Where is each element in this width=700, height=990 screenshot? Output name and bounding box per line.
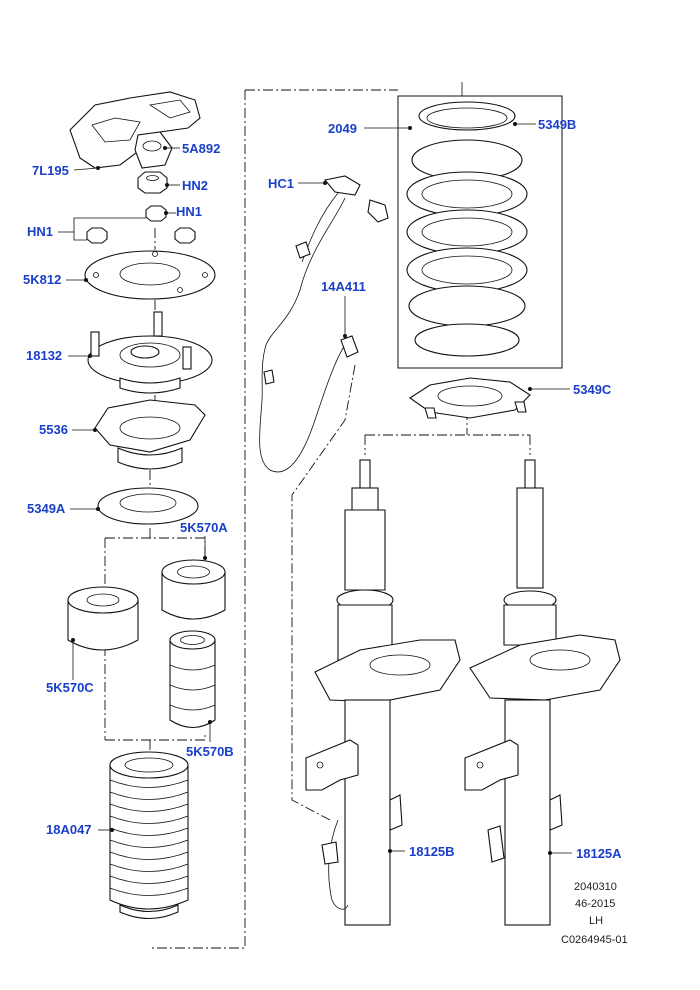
label-18125B: 18125B <box>409 844 455 859</box>
part-labels: 7L195 5A892 HN2 HN1 HN1 5K812 18132 5536… <box>23 117 622 861</box>
part-HC1-harness <box>259 175 389 473</box>
label-HN2: HN2 <box>182 178 208 193</box>
part-5349A-insulator <box>97 487 199 525</box>
part-5K570A-bumpstop <box>161 559 226 620</box>
label-5K570A: 5K570A <box>180 520 228 535</box>
part-2049-spring <box>397 95 563 369</box>
part-18125B-strut <box>305 459 461 926</box>
label-5K570B: 5K570B <box>186 744 234 759</box>
label-HC1: HC1 <box>268 176 294 191</box>
part-HN2-nut <box>137 171 168 194</box>
part-18A047-boot <box>109 751 189 920</box>
part-18125A-strut <box>464 459 621 926</box>
meta-code: 2040310 <box>574 881 617 893</box>
meta-ref: C0264945-01 <box>561 934 628 946</box>
label-18A047: 18A047 <box>46 822 92 837</box>
part-5K812-plate <box>84 250 216 300</box>
part-5A892-cap <box>134 131 173 169</box>
label-5349C: 5349C <box>573 382 612 397</box>
label-18132: 18132 <box>26 348 62 363</box>
part-5349C-seat <box>409 377 531 419</box>
part-HN1-nuts <box>86 205 196 244</box>
leader-lines <box>58 82 572 855</box>
label-5K570C: 5K570C <box>46 680 94 695</box>
part-18132-mount <box>87 311 213 394</box>
meta-side: LH <box>589 915 603 927</box>
part-5K570C-bumpstop <box>67 586 139 651</box>
label-HN1-left: HN1 <box>27 224 53 239</box>
drawing-reference: 2040310 46-2015 LH C0264945-01 <box>561 881 628 946</box>
label-18125A: 18125A <box>576 846 622 861</box>
label-5A892: 5A892 <box>182 141 220 156</box>
label-5349B: 5349B <box>538 117 576 132</box>
label-14A411: 14A411 <box>321 279 366 294</box>
meta-date: 46-2015 <box>575 898 615 910</box>
label-7L195: 7L195 <box>32 163 69 178</box>
part-5K570B-bumpstop <box>169 630 216 729</box>
label-HN1-right: HN1 <box>176 204 202 219</box>
label-2049: 2049 <box>328 121 357 136</box>
part-5536-bearing <box>94 399 206 470</box>
label-5K812: 5K812 <box>23 272 61 287</box>
label-5536: 5536 <box>39 422 68 437</box>
label-5349A: 5349A <box>27 501 66 516</box>
part-7L195-bracket <box>69 91 201 169</box>
